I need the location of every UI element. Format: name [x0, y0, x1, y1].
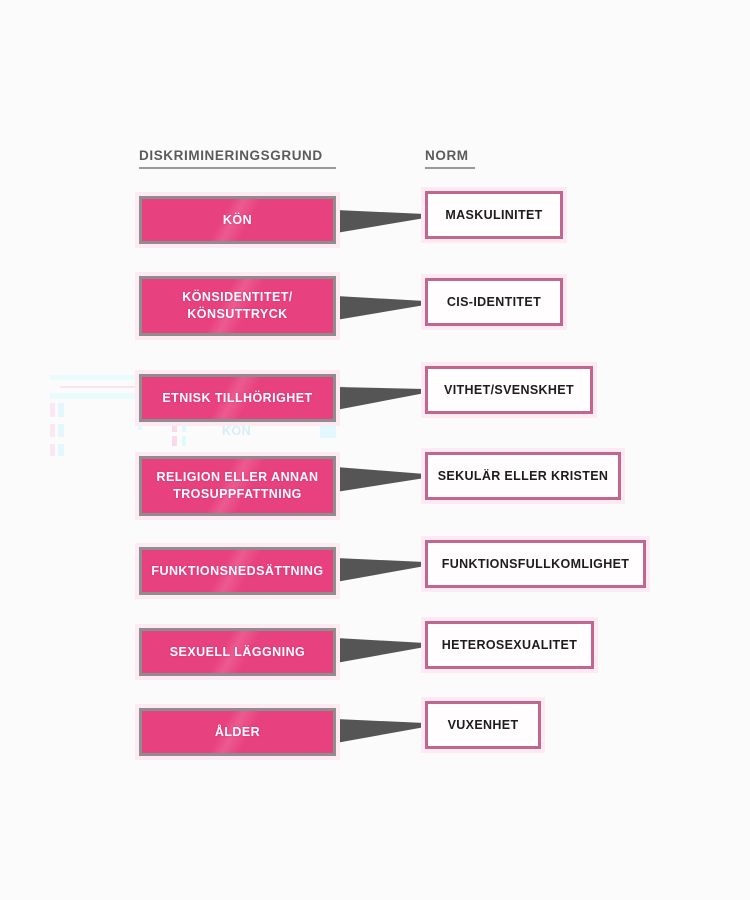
artifact-ghost-text: KÖN	[222, 424, 252, 438]
ground-label-line: KÖNSUTTRYCK	[187, 307, 288, 321]
ground-label-line: KÖNSIDENTITET/	[182, 290, 293, 305]
artifact-tick	[58, 424, 64, 437]
ground-label: ÅLDER	[214, 724, 261, 739]
norm-box-sekular-eller-kristen[interactable]: SEKULÄR ELLER KRISTEN	[425, 452, 621, 500]
norm-label: MASKULINITET	[445, 208, 543, 222]
norm-label: VUXENHET	[447, 718, 519, 732]
connector-line	[336, 558, 425, 582]
ground-label-line: TROSUPPFATTNING	[173, 487, 302, 501]
norm-box-cis-identitet[interactable]: CIS-IDENTITET	[425, 278, 563, 326]
ground-label: KÖN	[222, 212, 253, 227]
ground-box-alder[interactable]: ÅLDER	[139, 708, 336, 756]
connector-line	[336, 296, 425, 320]
artifact-tick	[50, 444, 55, 456]
ground-label: FUNKTIONSNEDSÄTTNING	[151, 563, 324, 578]
norm-label: FUNKTIONSFULLKOMLIGHET	[441, 557, 630, 571]
ground-box-sexuell-laggning[interactable]: SEXUELL LÄGGNING	[139, 628, 336, 676]
connector-group	[336, 210, 425, 743]
ground-label-line: RELIGION ELLER ANNAN	[156, 470, 319, 485]
norm-box-vuxenhet[interactable]: VUXENHET	[425, 701, 541, 749]
norm-label: SEKULÄR ELLER KRISTEN	[437, 469, 609, 483]
connector-line	[336, 387, 425, 410]
ground-label: KÖNSIDENTITET/ KÖNSUTTRYCK	[182, 289, 292, 323]
ground-label: ETNISK TILLHÖRIGHET	[162, 390, 313, 405]
ground-box-konsidentitet[interactable]: KÖNSIDENTITET/ KÖNSUTTRYCK	[139, 276, 336, 336]
column-header-right: NORM	[425, 148, 469, 163]
artifact-tick	[320, 424, 336, 438]
connector-line	[336, 467, 425, 492]
artifact-tick	[50, 403, 55, 417]
norm-box-vithet-svenskhet[interactable]: VITHET/SVENSKHET	[425, 366, 593, 414]
connector-line	[336, 210, 425, 233]
artifact-tick	[50, 424, 55, 437]
column-header-right-rule	[425, 167, 475, 169]
column-header-left: DISKRIMINERINGSGRUND	[139, 148, 323, 163]
ground-label: RELIGION ELLER ANNAN TROSUPPFATTNING	[156, 469, 318, 503]
norm-box-funktionsfullkomlighet[interactable]: FUNKTIONSFULLKOMLIGHET	[425, 540, 646, 588]
connector-line	[336, 719, 425, 743]
ground-box-etnisk-tillhorighet[interactable]: ETNISK TILLHÖRIGHET	[139, 374, 336, 422]
norm-label: HETEROSEXUALITET	[441, 638, 578, 652]
ground-box-religion[interactable]: RELIGION ELLER ANNAN TROSUPPFATTNING	[139, 456, 336, 516]
connector-line	[336, 638, 425, 663]
ground-label: SEXUELL LÄGGNING	[169, 644, 306, 659]
artifact-tick	[172, 436, 177, 446]
norm-box-heterosexualitet[interactable]: HETEROSEXUALITET	[425, 621, 594, 669]
artifact-tick	[58, 403, 64, 417]
norm-label: VITHET/SVENSKHET	[444, 383, 574, 397]
artifact-tick	[58, 444, 64, 456]
ground-box-funktionsnedsattning[interactable]: FUNKTIONSNEDSÄTTNING	[139, 547, 336, 595]
norm-label: CIS-IDENTITET	[446, 295, 542, 309]
ground-box-kon[interactable]: KÖN	[139, 196, 336, 244]
norm-box-maskulinitet[interactable]: MASKULINITET	[425, 191, 563, 239]
artifact-tick	[182, 436, 186, 446]
column-header-left-rule	[139, 167, 336, 169]
